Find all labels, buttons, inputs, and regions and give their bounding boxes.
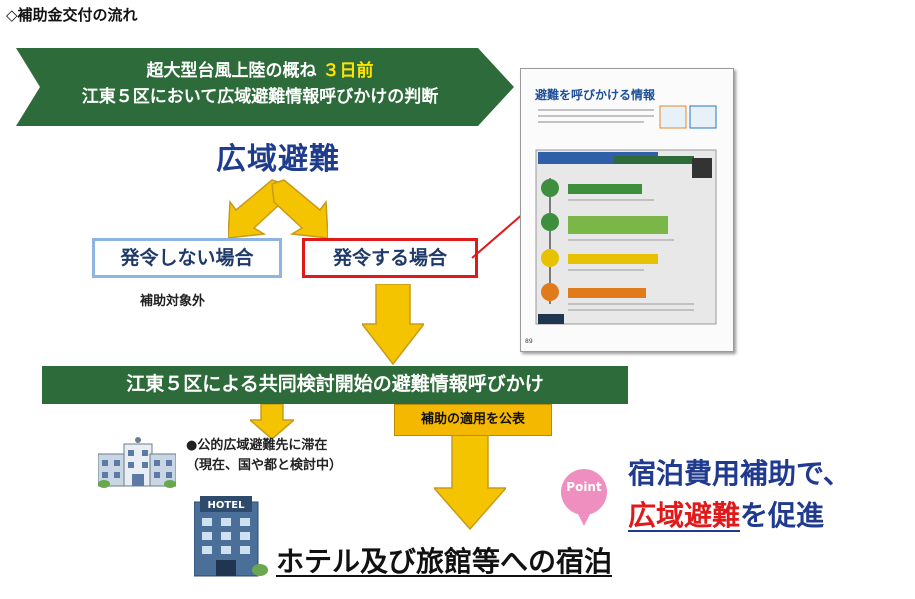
public-building-icon: [98, 437, 176, 488]
public-shelter-line1: ●公的広域避難先に滞在: [186, 438, 328, 453]
point-label: Point: [566, 480, 602, 494]
hotel-sign: HOTEL: [208, 500, 246, 511]
banner-line2: 江東５区において広域避難情報呼びかけの判断: [81, 87, 439, 107]
branch-issued: 発令する場合: [302, 238, 478, 278]
down-arrow-2: [250, 404, 294, 440]
split-arrows: [228, 179, 328, 239]
banner-line1: 超大型台風上陸の概ね ３日前: [146, 61, 374, 81]
hotel-stay-label: ホテル及び旅館等への宿泊: [276, 545, 613, 578]
koiki-hinan-title: 広域避難: [216, 142, 340, 177]
point-badge-icon: [561, 469, 607, 526]
branch-not-issued: 発令しない場合: [92, 238, 282, 278]
public-shelter-note: ●公的広域避難先に滞在 （現在、国や都と検討中）: [186, 436, 342, 476]
section-title: ◇補助金交付の流れ: [6, 6, 138, 24]
slogan-line2: 広域避難を促進: [628, 494, 824, 534]
down-arrow-1: [362, 284, 424, 366]
slogan-highlight: 広域避難: [628, 499, 741, 532]
document-body-graphic: [535, 105, 717, 325]
slogan-line1: 宿泊費用補助で、: [628, 457, 851, 490]
publish-subsidy-label: 補助の適用を公表: [394, 404, 552, 436]
not-eligible-note: 補助対象外: [140, 294, 206, 309]
banner-highlight: ３日前: [322, 61, 374, 81]
down-arrow-3: [434, 434, 506, 530]
slogan-rest: を促進: [740, 499, 825, 532]
banner-text: 超大型台風上陸の概ね ３日前 江東５区において広域避難情報呼びかけの判断: [50, 58, 470, 110]
joint-review-band: [42, 366, 628, 404]
hotel-icon: HOTEL: [194, 496, 268, 577]
document-page-number: 89: [525, 338, 533, 345]
document-title: 避難を呼びかける情報: [535, 88, 656, 102]
decision-banner: [16, 48, 514, 126]
public-shelter-line2: （現在、国や都と検討中）: [186, 458, 343, 473]
joint-review-text: 江東５区による共同検討開始の避難情報呼びかけ: [126, 373, 544, 395]
